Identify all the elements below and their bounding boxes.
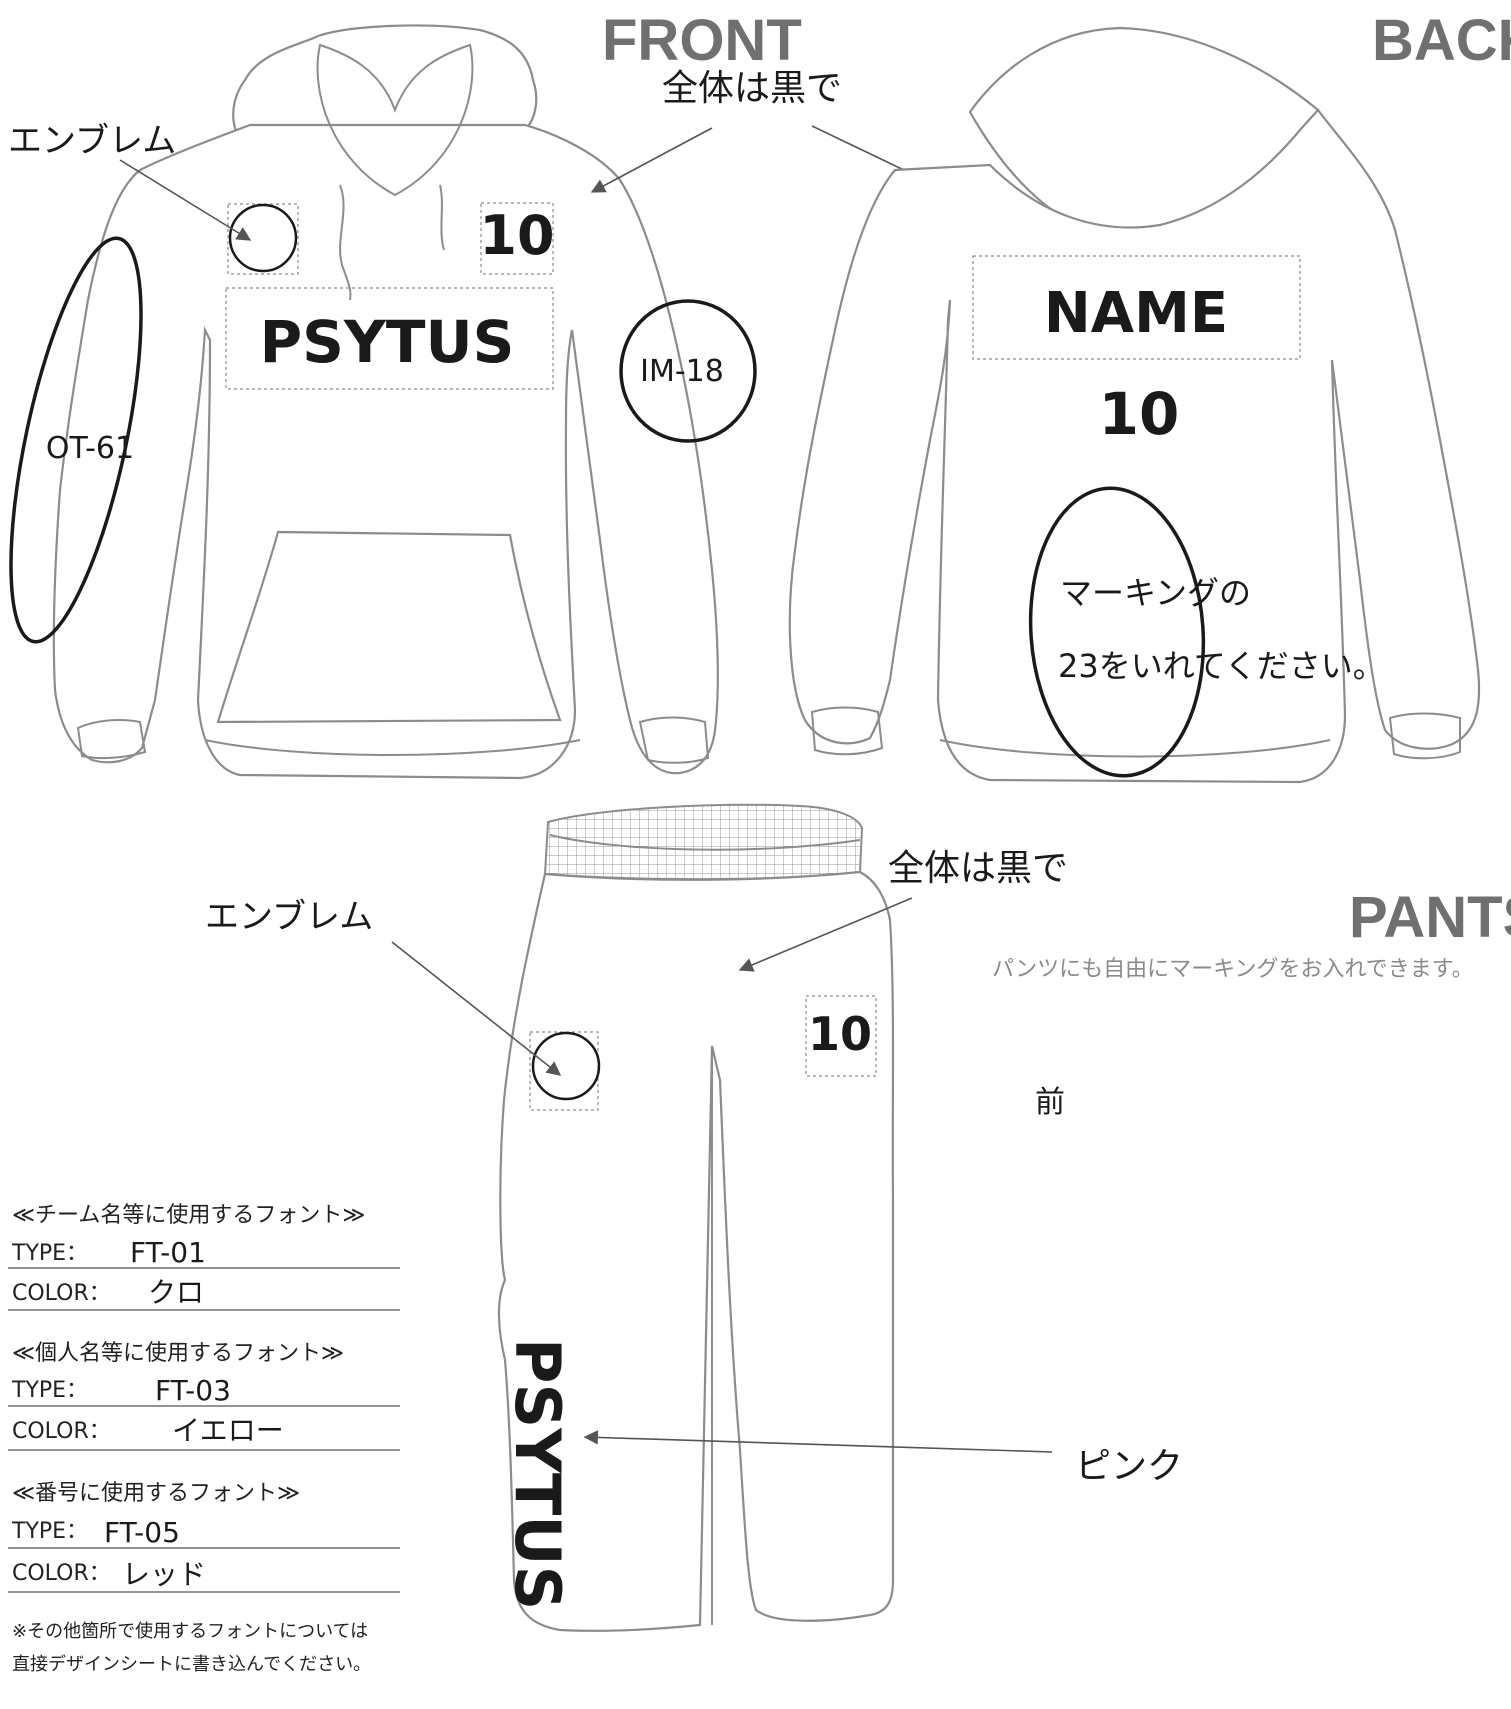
pants-note: パンツにも自由にマーキングをお入れできます。 [992, 957, 1474, 982]
back-name: NAME [1044, 281, 1228, 346]
pants-team-name: PSYTUS [501, 1338, 574, 1610]
back-number: 10 [1099, 380, 1180, 448]
legend-number-color-label: COLOR： [12, 1561, 111, 1586]
legend-number-color-value: レッド [122, 1558, 206, 1591]
legend-footnote-line2: 直接デザインシートに書き込んでください。 [12, 1654, 371, 1675]
front-sleeve-left-ellipse [9, 236, 143, 644]
legend-footnote-line1: ※その他箇所で使用するフォントについては [12, 1621, 368, 1642]
front-team-name-area [225, 287, 554, 390]
front-emblem-note: エンブレム [8, 121, 176, 161]
legend-team-heading: ≪チーム名等に使用するフォント≫ [12, 1203, 365, 1228]
pants-emblem-note: エンブレム [205, 897, 373, 937]
pants-front-label: 前 [1035, 1085, 1065, 1120]
front-team-name: PSYTUS [260, 308, 515, 376]
legend-team-type-label: TYPE： [11, 1241, 88, 1266]
legend-personal-type-label: TYPE： [11, 1378, 88, 1403]
back-hoodie [788, 26, 1481, 784]
pants-color-note: ピンク [1075, 1446, 1183, 1487]
pants-header: PANTS [1349, 885, 1511, 950]
legend-team-color-label: COLOR： [12, 1281, 111, 1306]
front-number-area [480, 202, 554, 275]
legend-team-type-value: FT-01 [130, 1236, 206, 1269]
front-number: 10 [479, 204, 554, 267]
back-header: BACK [1372, 8, 1511, 73]
legend-personal-color-label: COLOR： [12, 1419, 111, 1444]
front-header: FRONT [602, 8, 802, 73]
front-overall-note: 全体は黒で [662, 68, 842, 109]
back-marking-line1: マーキングの [1060, 574, 1251, 612]
pants-emblem-area [529, 1031, 599, 1111]
legend-number-type-label: TYPE： [11, 1519, 88, 1544]
legend-personal-type-value: FT-03 [155, 1374, 231, 1407]
back-marking-line2: 23をいれてください。 [1058, 647, 1385, 685]
pants-overall-arrow [738, 897, 913, 972]
legend-number-heading: ≪番号に使用するフォント≫ [12, 1481, 300, 1506]
font-legend: ≪チーム名等に使用するフォント≫ TYPE： FT-01 COLOR： クロ ≪… [8, 1203, 400, 1675]
pants-overall-note: 全体は黒で [888, 848, 1068, 889]
front-overall-arrow [590, 127, 713, 193]
pants-emblem-circle [531, 1031, 601, 1101]
pants-number-area [805, 995, 877, 1077]
back-marking-ellipse [1028, 486, 1206, 778]
front-emblem-circle [228, 203, 298, 273]
pants-emblem-arrow [391, 941, 562, 1076]
legend-personal-heading: ≪個人名等に使用するフォント≫ [12, 1341, 344, 1366]
pants-color-arrow [583, 1430, 1053, 1453]
legend-team-color-value: クロ [148, 1276, 204, 1309]
back-name-area [972, 255, 1301, 360]
legend-number-type-value: FT-05 [104, 1516, 180, 1549]
front-emblem-arrow [119, 159, 252, 241]
pants-number: 10 [808, 1007, 872, 1061]
front-sleeve-left-code: OT-61 [46, 431, 134, 466]
front-emblem-area [227, 203, 299, 275]
legend-personal-color-value: イエロー [172, 1414, 284, 1447]
front-sleeve-right-code: IM-18 [640, 354, 724, 389]
front-sleeve-right-circle [619, 299, 757, 443]
